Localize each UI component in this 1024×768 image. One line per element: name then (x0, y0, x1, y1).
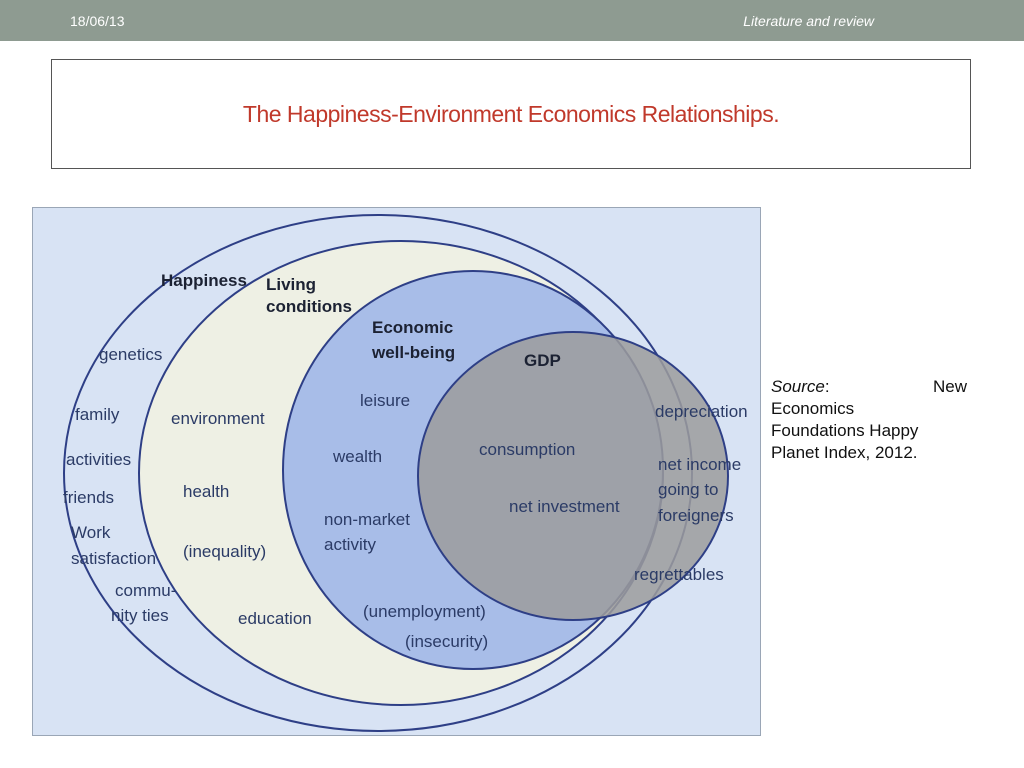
living-conditions-heading-line1: Living (266, 275, 316, 294)
title-box: The Happiness-Environment Economics Rela… (51, 59, 971, 169)
label-community-line2: nity ties (111, 606, 169, 625)
label-depreciation: depreciation (655, 402, 748, 421)
living-conditions-heading-line2: conditions (266, 297, 352, 316)
gdp-heading: GDP (524, 351, 561, 370)
label-net-income-line3: foreigners (658, 506, 734, 525)
source-line4: Planet Index, 2012. (771, 443, 918, 462)
slide-date: 18/06/13 (70, 13, 125, 29)
slide-title: The Happiness-Environment Economics Rela… (242, 101, 780, 127)
label-family: family (75, 405, 120, 424)
label-insecurity: (insecurity) (405, 632, 488, 651)
economic-wellbeing-heading-line1: Economic (372, 318, 453, 337)
label-consumption: consumption (479, 440, 575, 459)
label-nonmarket-line2: activity (324, 535, 376, 554)
label-work-line2: satisfaction (71, 549, 156, 568)
source-line1: Source: New (771, 376, 967, 398)
label-unemployment: (unemployment) (363, 602, 486, 621)
label-nonmarket-line1: non-market (324, 510, 410, 529)
label-education: education (238, 609, 312, 628)
top-bar: 18/06/13 Literature and review (0, 0, 1024, 41)
label-leisure: leisure (360, 391, 410, 410)
source-line3: Foundations Happy (771, 421, 919, 440)
happiness-heading: Happiness (161, 271, 247, 290)
venn-diagram-svg: Happiness Living conditions Economic wel… (63, 214, 748, 732)
label-net-income-line1: net income (658, 455, 741, 474)
source-word-new: New (932, 377, 967, 396)
label-friends: friends (63, 488, 114, 507)
source-note: Source: New Economics Foundations Happy … (771, 376, 967, 464)
label-community-line1: commu- (115, 581, 176, 600)
slide-section: Literature and review (743, 13, 874, 29)
venn-diagram: Happiness Living conditions Economic wel… (32, 207, 761, 736)
label-health: health (183, 482, 229, 501)
economic-wellbeing-heading-line2: well-being (371, 343, 455, 362)
label-net-income-line2: going to (658, 480, 719, 499)
label-work-line1: Work (71, 523, 111, 542)
source-line2: Economics (771, 399, 855, 418)
label-net-investment: net investment (509, 497, 620, 516)
label-environment: environment (171, 409, 265, 428)
label-genetics: genetics (99, 345, 162, 364)
gdp-circle (417, 331, 729, 621)
label-inequality: (inequality) (183, 542, 266, 561)
source-key: Source (771, 377, 825, 396)
source-colon: : (824, 377, 830, 396)
label-activities: activities (66, 450, 131, 469)
label-regrettables: regrettables (634, 565, 724, 584)
label-wealth: wealth (332, 447, 382, 466)
